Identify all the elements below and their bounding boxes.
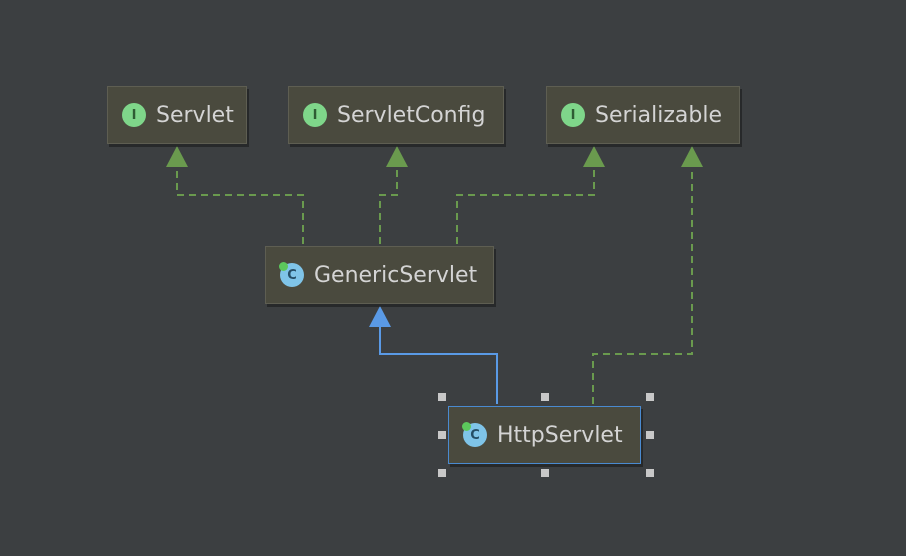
resize-handle-bottom[interactable] <box>541 469 549 477</box>
resize-handle-top-left[interactable] <box>438 393 446 401</box>
node-label: GenericServlet <box>314 262 478 288</box>
node-servletconfig[interactable]: I ServletConfig <box>288 86 504 144</box>
resize-handle-top[interactable] <box>541 393 549 401</box>
arrowhead-serializable-from-http <box>681 146 703 167</box>
node-genericservlet[interactable]: C GenericServlet <box>265 246 494 304</box>
edge-genericservlet-servlet <box>176 166 304 244</box>
node-label: ServletConfig <box>337 102 486 128</box>
edge-genericservlet-serializable <box>456 166 595 244</box>
node-label: Serializable <box>595 102 723 128</box>
resize-handle-bottom-right[interactable] <box>646 469 654 477</box>
class-icon: C <box>462 422 487 447</box>
node-httpservlet[interactable]: C HttpServlet <box>448 406 641 464</box>
interface-icon: I <box>303 103 327 127</box>
arrowhead-servlet <box>166 146 188 167</box>
class-icon: C <box>279 262 304 287</box>
resize-handle-left[interactable] <box>438 431 446 439</box>
node-label: HttpServlet <box>497 422 623 448</box>
edge-genericservlet-servletconfig <box>379 166 398 244</box>
interface-icon: I <box>122 103 146 127</box>
arrowhead-serializable-from-generic <box>583 146 605 167</box>
node-serializable[interactable]: I Serializable <box>546 86 740 144</box>
interface-icon: I <box>561 103 585 127</box>
edge-httpservlet-serializable <box>592 166 693 404</box>
node-label: Servlet <box>156 102 234 128</box>
arrowhead-servletconfig <box>386 146 408 167</box>
arrowhead-genericservlet <box>369 306 391 327</box>
resize-handle-top-right[interactable] <box>646 393 654 401</box>
resize-handle-right[interactable] <box>646 431 654 439</box>
edge-httpservlet-genericservlet <box>379 326 498 404</box>
node-servlet[interactable]: I Servlet <box>107 86 247 144</box>
resize-handle-bottom-left[interactable] <box>438 469 446 477</box>
